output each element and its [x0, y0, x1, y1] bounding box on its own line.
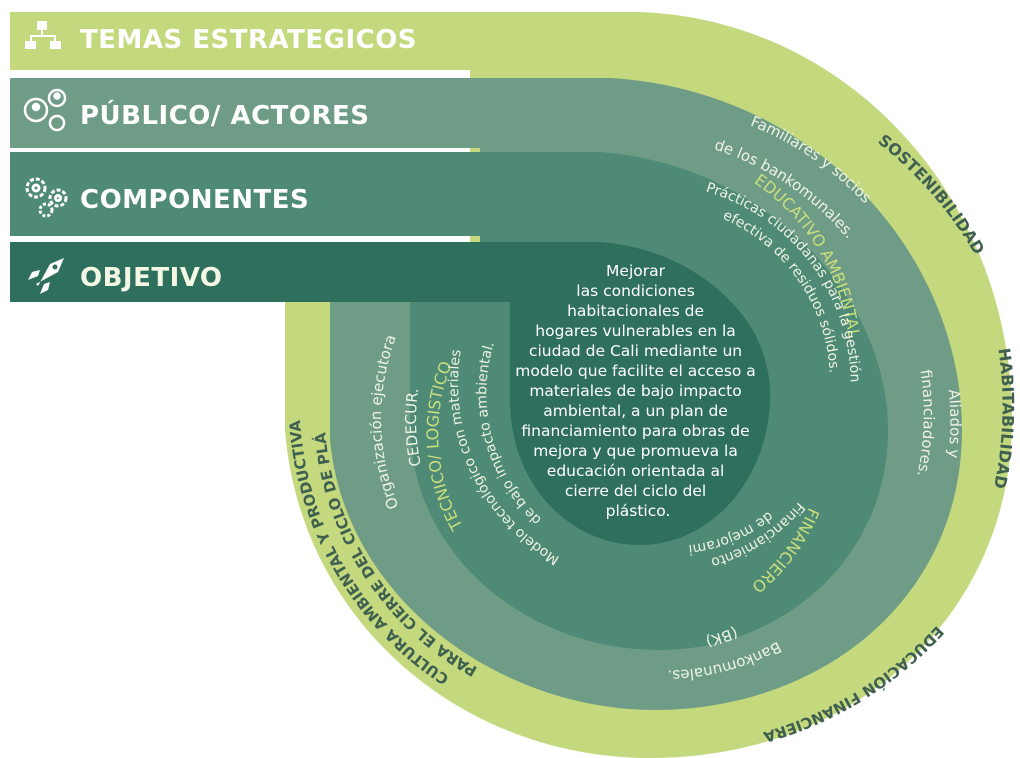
objetivo-line: Mejorar [606, 262, 666, 280]
rocket-icon [28, 258, 64, 294]
bar-temas-label: TEMAS ESTRATEGICOS [80, 25, 417, 55]
org-chart-icon [25, 21, 61, 49]
bar-objetivo: OBJETIVO [28, 258, 223, 294]
objetivo-line: plástico. [606, 502, 671, 520]
objetivo-line: materiales de bajo impacto [529, 382, 741, 400]
bar-publico: PÚBLICO/ ACTORES [23, 88, 370, 132]
objetivo-line: cierre del ciclo del [565, 482, 706, 500]
publico-organizacion-line2: CEDECUR. [402, 387, 425, 469]
people-icon [23, 88, 67, 132]
objetivo-line: habitacionales de [567, 302, 704, 320]
bar-objetivo-label: OBJETIVO [80, 263, 223, 293]
objetivo-line: las condiciones [576, 282, 695, 300]
publico-aliados-line1: Aliados y [944, 388, 964, 459]
bar-temas: TEMAS ESTRATEGICOS [25, 21, 417, 55]
objetivo-line: hogares vulnerables en la [535, 322, 736, 340]
objetivo-line: financiamiento para obras de [521, 422, 749, 440]
bar-componentes: COMPONENTES [25, 177, 309, 218]
gears-icon [25, 177, 68, 218]
objetivo-line: ambiental, a un plan de [543, 402, 728, 420]
bar-publico-label: PÚBLICO/ ACTORES [80, 99, 370, 131]
objetivo-line: educación orientada al [547, 462, 724, 480]
objetivo-line: mejora y que promueva la [533, 442, 738, 460]
objetivo-statement: Mejorar las condiciones habitacionales d… [515, 262, 761, 520]
bar-componentes-label: COMPONENTES [80, 185, 309, 215]
objetivo-center [10, 242, 770, 545]
objetivo-line: modelo que facilite el acceso a [515, 362, 756, 380]
objetivo-line: ciudad de Cali mediante un [529, 342, 742, 360]
